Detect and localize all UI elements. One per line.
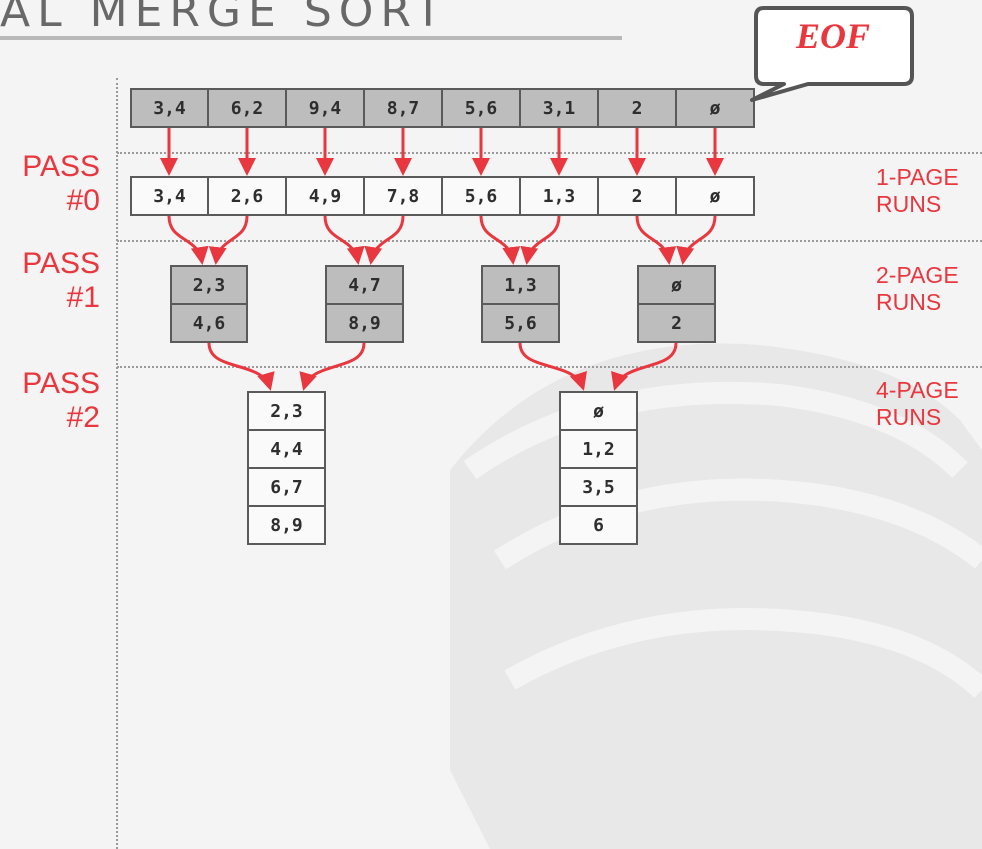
- pass-label-number: #2: [66, 401, 100, 434]
- pass2-run-page: 1,2: [559, 429, 638, 469]
- pass0-run-page: 4,9: [285, 176, 365, 216]
- pass1-label: PASS #1: [22, 247, 100, 315]
- pass-axis-divider: [116, 78, 118, 849]
- pass1-run-page: 8,9: [325, 303, 404, 343]
- run-size: 2-PAGE: [876, 262, 959, 288]
- pass1-run-page: 4,6: [170, 303, 248, 343]
- run-word: RUNS: [876, 191, 942, 217]
- input-page: 3,1: [519, 88, 599, 128]
- input-page: 3,4: [130, 88, 209, 128]
- pass1-run-size-label: 2-PAGE RUNS: [876, 262, 959, 316]
- input-page: 8,7: [363, 88, 443, 128]
- pass1-run-page: 4,7: [325, 265, 404, 305]
- title-underline: [0, 36, 622, 40]
- input-page: 5,6: [441, 88, 521, 128]
- input-page: ø: [675, 88, 755, 128]
- pass2-run-page: 2,3: [247, 391, 326, 431]
- run-size: 1-PAGE: [876, 164, 959, 190]
- input-page: 2: [597, 88, 677, 128]
- pass0-label: PASS #0: [22, 150, 100, 218]
- pass0-run-page: 5,6: [441, 176, 521, 216]
- pass-label-word: PASS: [22, 150, 100, 183]
- run-size: 4-PAGE: [876, 377, 959, 403]
- pass0-run-size-label: 1-PAGE RUNS: [876, 164, 959, 218]
- pass1-run-page: 5,6: [481, 303, 560, 343]
- pass0-run-page: 1,3: [519, 176, 599, 216]
- pass1-separator: [117, 240, 982, 242]
- input-page: 9,4: [285, 88, 365, 128]
- pass0-separator: [117, 152, 982, 154]
- pass1-run-page: 2: [637, 303, 716, 343]
- pass1-run-page: 2,3: [170, 265, 248, 305]
- slide-title: AL MERGE SORT: [0, 0, 449, 37]
- pass0-run-page: ø: [675, 176, 755, 216]
- pass2-run-page: 8,9: [247, 505, 326, 545]
- pass-label-number: #1: [66, 281, 100, 314]
- pass2-run-page: 6: [559, 505, 638, 545]
- pass-label-word: PASS: [22, 367, 100, 400]
- pass2-label: PASS #2: [22, 367, 100, 435]
- pass-label-number: #0: [66, 184, 100, 217]
- pass0-run-page: 3,4: [130, 176, 209, 216]
- pass-label-word: PASS: [22, 247, 100, 280]
- pass2-run-page: ø: [559, 391, 638, 431]
- pass0-run-page: 2,6: [207, 176, 287, 216]
- pass1-run-page: 1,3: [481, 265, 560, 305]
- pass0-run-page: 2: [597, 176, 677, 216]
- pass2-run-page: 4,4: [247, 429, 326, 469]
- eof-callout-text: EOF: [795, 16, 871, 56]
- input-page: 6,2: [207, 88, 287, 128]
- run-word: RUNS: [876, 289, 942, 315]
- pass1-run-page: ø: [637, 265, 716, 305]
- run-word: RUNS: [876, 404, 942, 430]
- pass2-run-size-label: 4-PAGE RUNS: [876, 377, 959, 431]
